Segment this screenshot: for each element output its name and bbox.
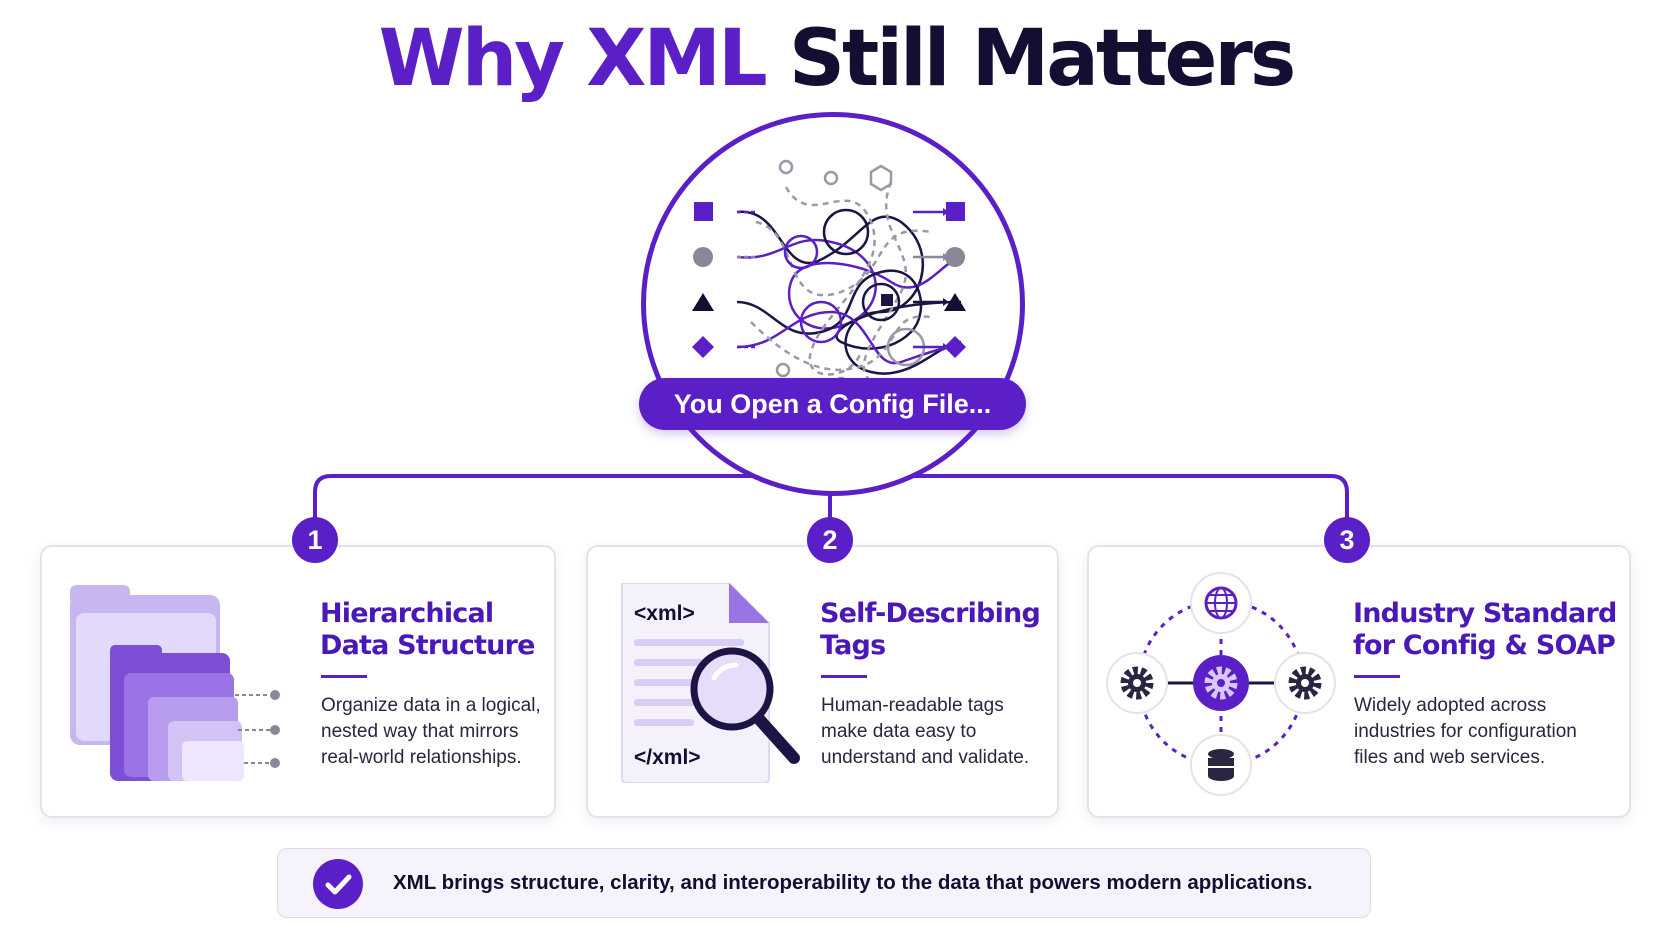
card-desc-line: nested way that mirrors xyxy=(321,721,519,742)
card-description: Widely adopted across industries for con… xyxy=(1354,693,1577,771)
card-desc-line: industries for configuration xyxy=(1354,721,1577,742)
database-icon xyxy=(1190,734,1252,796)
card-hierarchical: Hierarchical Data Structure Organize dat… xyxy=(40,545,556,818)
card-description: Human-readable tags make data easy to un… xyxy=(821,693,1029,771)
summary-banner: XML brings structure, clarity, and inter… xyxy=(277,848,1371,918)
tangled-data-icon xyxy=(692,159,966,398)
card-desc-line: Organize data in a logical, xyxy=(321,695,541,716)
card-title-line: Tags xyxy=(820,630,886,661)
left-shapes xyxy=(692,202,714,358)
card-title-line: Self-Describing xyxy=(820,598,1041,629)
card-rule xyxy=(321,675,367,678)
step-badge-1: 1 xyxy=(292,517,338,563)
card-title: Hierarchical Data Structure xyxy=(320,598,535,662)
doc-close-tag: </xml> xyxy=(634,746,701,769)
gear-icon-left xyxy=(1106,652,1168,714)
card-desc-line: files and web services. xyxy=(1354,747,1546,768)
gear-icon-right xyxy=(1274,652,1336,714)
card-title: Industry Standard for Config & SOAP xyxy=(1353,598,1617,662)
right-shapes xyxy=(944,202,966,358)
card-title-line: Data Structure xyxy=(320,630,535,661)
card-desc-line: Human-readable tags xyxy=(821,695,1004,716)
card-desc-line: understand and validate. xyxy=(821,747,1030,768)
card-desc-line: real-world relationships. xyxy=(321,747,522,768)
step-badge-3: 3 xyxy=(1324,517,1370,563)
card-self-describing: <xml> </xml> Self-Describing Tags Human-… xyxy=(586,545,1059,818)
hero-pill: You Open a Config File... xyxy=(639,378,1026,430)
card-rule xyxy=(1354,675,1400,678)
title-accent: Why XML xyxy=(378,14,768,104)
globe-icon xyxy=(1190,572,1252,634)
card-rule xyxy=(821,675,867,678)
card-title-line: for Config & SOAP xyxy=(1353,630,1616,661)
card-title: Self-Describing Tags xyxy=(820,598,1041,662)
gear-icon-center xyxy=(1193,655,1249,711)
doc-open-tag: <xml> xyxy=(634,602,695,625)
page-title: Why XML Still Matters xyxy=(0,14,1672,104)
service-network-icon xyxy=(1106,572,1336,796)
xml-document-magnifier-icon: <xml> </xml> xyxy=(621,583,800,783)
step-badge-2: 2 xyxy=(807,517,853,563)
card-title-line: Industry Standard xyxy=(1353,598,1617,629)
card-industry-standard: Industry Standard for Config & SOAP Wide… xyxy=(1087,545,1631,818)
summary-text: XML brings structure, clarity, and inter… xyxy=(393,871,1313,894)
title-rest: Still Matters xyxy=(788,14,1296,104)
card-desc-line: make data easy to xyxy=(821,721,977,742)
card-description: Organize data in a logical, nested way t… xyxy=(321,693,541,771)
card-desc-line: Widely adopted across xyxy=(1354,695,1547,716)
nested-folders-icon xyxy=(70,585,280,781)
card-title-line: Hierarchical xyxy=(320,598,494,629)
check-circle-icon xyxy=(313,859,363,909)
